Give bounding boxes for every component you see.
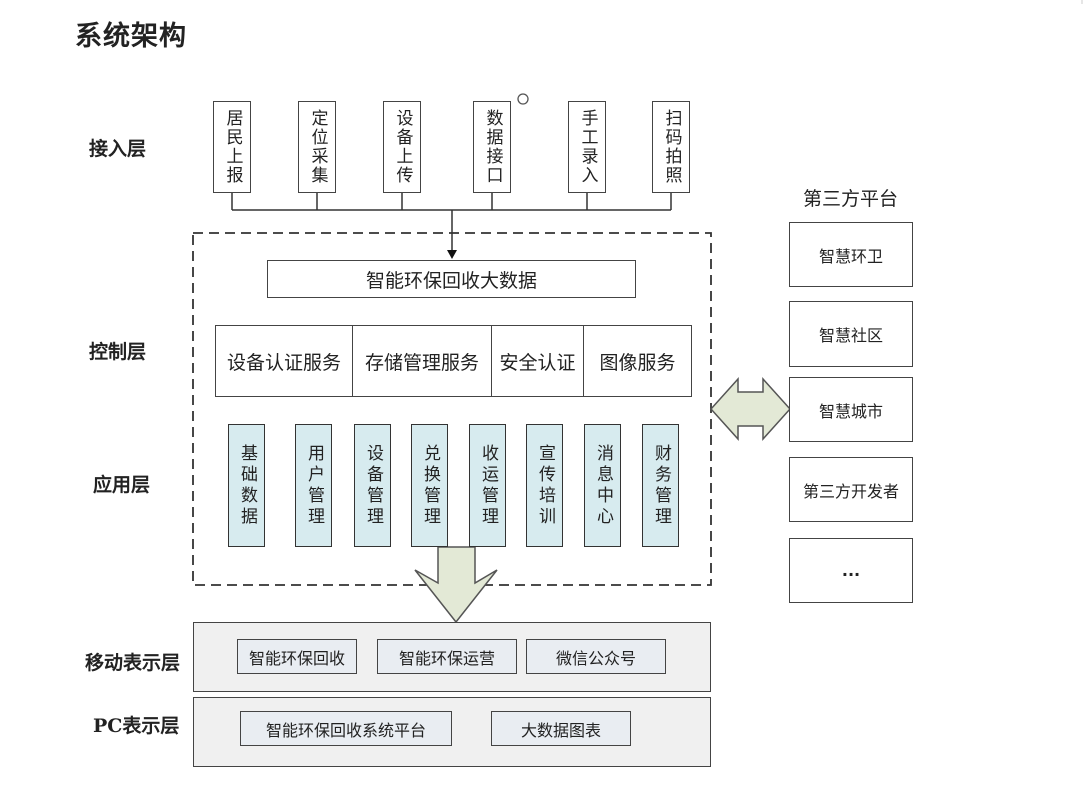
service-box: 设备认证服务 [215,325,353,397]
layer-label-pc: PC表示层 [93,715,180,737]
pc-item: 智能环保回收系统平台 [240,711,452,746]
service-box: 安全认证 [491,325,584,397]
layer-label-control: 控制层 [89,341,147,363]
app-module: 基础数据 [228,424,265,547]
mobile-item: 智能环保回收 [237,639,357,674]
service-box: 图像服务 [583,325,692,397]
app-module: 设备管理 [354,424,391,547]
layer-label-mobile: 移动表示层 [85,652,181,674]
double-arrow [709,377,792,441]
third-party-item: 智慧环卫 [789,222,913,287]
layer-label-application: 应用层 [93,474,151,496]
app-module: 财务管理 [642,424,679,547]
access-source: 手工录入 [568,101,606,193]
third-party-item: ... [789,538,913,603]
mobile-item: 智能环保运营 [377,639,517,674]
access-source-label: 设备上传 [392,109,413,185]
third-party-title: 第三方平台 [803,188,899,210]
mobile-item: 微信公众号 [526,639,666,674]
access-source: 居民上报 [213,101,251,193]
access-source: 定位采集 [298,101,336,193]
app-module-label: 收运管理 [478,443,498,528]
app-module-label: 设备管理 [363,443,383,528]
page-title: 系统架构 [75,21,187,52]
app-module-label: 用户管理 [304,443,324,528]
big-data-box: 智能环保回收大数据 [267,260,636,298]
app-module: 消息中心 [584,424,621,547]
third-party-item: 智慧城市 [789,377,913,442]
access-connectors [231,193,672,252]
app-module-label: 基础数据 [237,443,257,528]
service-box: 存储管理服务 [352,325,492,397]
down-arrowhead [447,250,457,259]
big-down-arrow [414,546,498,624]
app-module: 宣传培训 [526,424,563,547]
access-source-label: 居民上报 [222,109,243,185]
access-source: 设备上传 [383,101,421,193]
app-module-label: 兑换管理 [420,443,440,528]
third-party-item: 第三方开发者 [789,457,913,522]
access-source-label: 手工录入 [577,109,598,185]
layer-label-access: 接入层 [89,138,147,160]
app-module-label: 消息中心 [593,443,613,528]
access-source-label: 数据接口 [482,109,503,185]
access-source: 扫码拍照 [652,101,690,193]
access-source: 数据接口 [473,101,511,193]
third-party-item: 智慧社区 [789,301,913,367]
app-module: 用户管理 [295,424,332,547]
access-source-label: 定位采集 [307,109,328,185]
circle-marker [517,93,529,105]
app-module: 兑换管理 [411,424,448,547]
app-module-label: 宣传培训 [535,443,555,528]
access-source-label: 扫码拍照 [661,109,682,185]
app-module-label: 财务管理 [651,443,671,528]
pc-item: 大数据图表 [491,711,631,746]
app-module: 收运管理 [469,424,506,547]
